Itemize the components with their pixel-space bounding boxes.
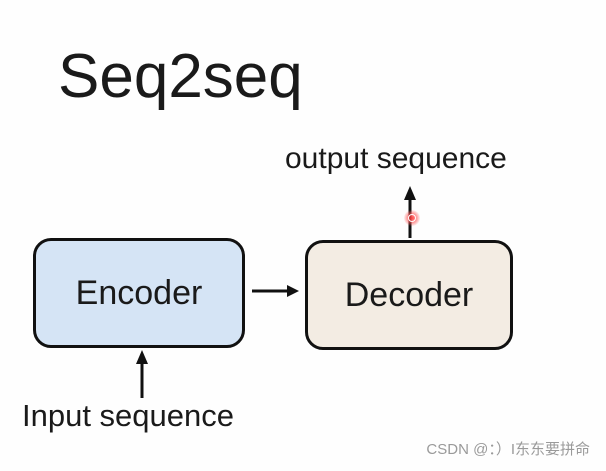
input-sequence-label: Input sequence [22, 398, 235, 433]
output-sequence-label: output sequence [285, 142, 507, 175]
pointer-highlight-icon [404, 210, 420, 226]
decoder-label: Decoder [344, 275, 474, 314]
watermark: CSDN @：）I东东要拼命 [426, 441, 590, 458]
encoder-box: Encoder [33, 238, 245, 348]
encoder-label: Encoder [75, 273, 203, 312]
encoder-to-decoder-arrow [252, 285, 299, 297]
diagram-title: Seq2seq [58, 42, 303, 111]
decoder-box: Decoder [305, 240, 513, 350]
input-to-encoder-arrow [136, 350, 148, 398]
